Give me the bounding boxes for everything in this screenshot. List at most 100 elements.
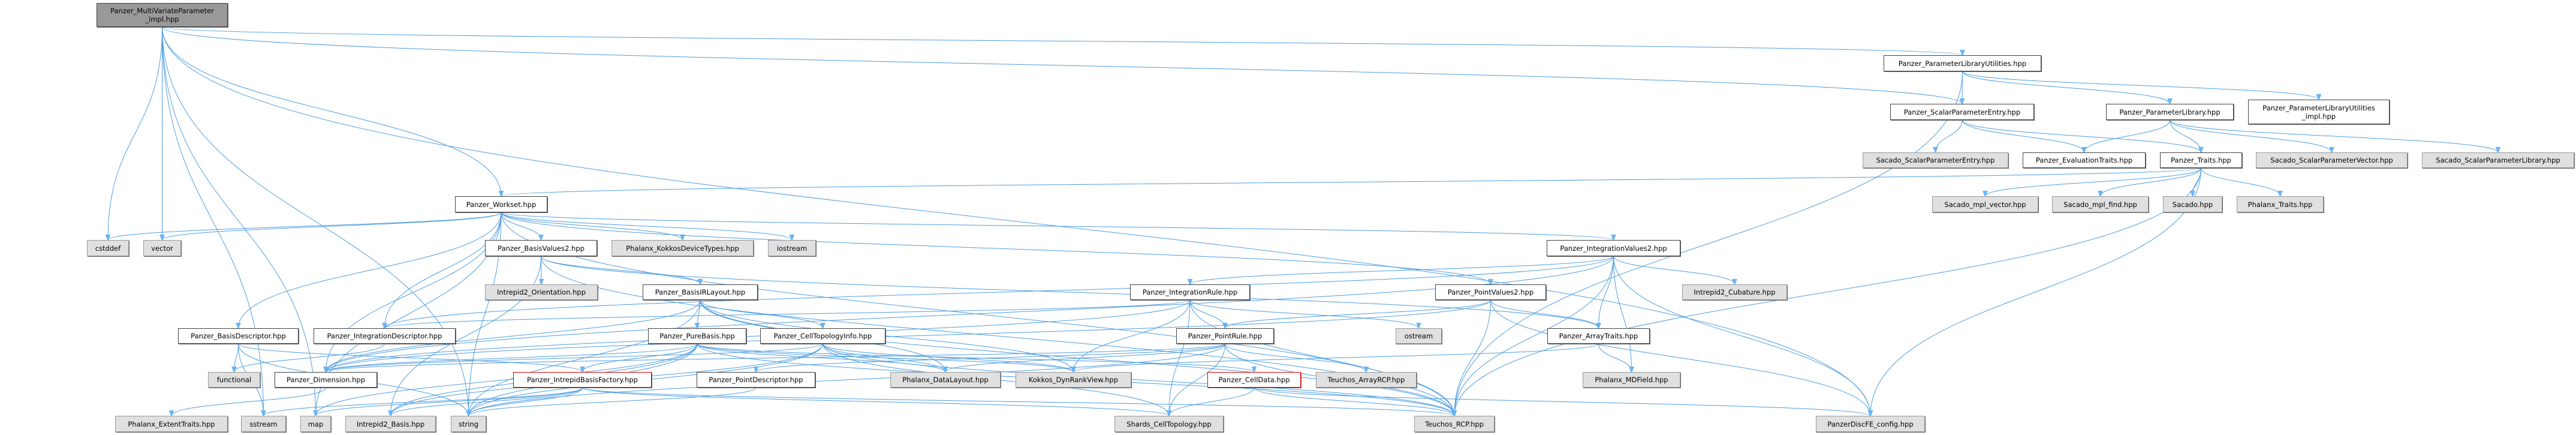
graph-node-mplf[interactable]: Sacado_mpl_find.hpp bbox=[2052, 196, 2149, 212]
edge-cd-to-trcp bbox=[1254, 387, 1454, 416]
node-label: Intrepid2_Basis.hpp bbox=[356, 419, 425, 428]
graph-node-pkdt[interactable]: Phalanx_KokkosDeviceTypes.hpp bbox=[611, 240, 754, 256]
graph-node-kdrv[interactable]: Kokkos_DynRankView.hpp bbox=[1016, 372, 1131, 388]
node-label: Sacado_ScalarParameterVector.hpp bbox=[2270, 156, 2393, 164]
edge-iv2-to-dim bbox=[326, 256, 1614, 372]
graph-node-sspe[interactable]: Sacado_ScalarParameterEntry.hpp bbox=[1863, 152, 2008, 168]
edge-bd-to-functional bbox=[234, 343, 239, 372]
graph-node-mdf[interactable]: Phalanx_MDField.hpp bbox=[1583, 372, 1680, 388]
graph-node-bv2[interactable]: Panzer_BasisValues2.hpp bbox=[485, 240, 597, 256]
graph-node-sct[interactable]: Shards_CellTopology.hpp bbox=[1114, 416, 1224, 432]
graph-node-ostream[interactable]: ostream bbox=[1396, 328, 1442, 344]
graph-node-pd[interactable]: Panzer_PointDescriptor.hpp bbox=[697, 372, 815, 388]
edge-pb-to-dim bbox=[326, 343, 698, 372]
edge-traits-to-mplf bbox=[2101, 167, 2201, 196]
graph-node-functional[interactable]: functional bbox=[208, 372, 260, 388]
graph-node-evt[interactable]: Panzer_EvaluationTraits.hpp bbox=[2023, 152, 2146, 168]
graph-node-sacado[interactable]: Sacado.hpp bbox=[2163, 196, 2222, 212]
graph-node-sstream[interactable]: sstream bbox=[241, 416, 286, 432]
graph-node-cstddef[interactable]: cstddef bbox=[87, 240, 129, 256]
graph-node-sspl[interactable]: Sacado_ScalarParameterLibrary.hpp bbox=[2422, 152, 2574, 168]
graph-node-cd[interactable]: Panzer_CellData.hpp bbox=[1207, 372, 1301, 388]
edge-pr-to-string bbox=[469, 343, 1225, 416]
graph-node-cti[interactable]: Panzer_CellTopologyInfo.hpp bbox=[760, 328, 885, 344]
node-label: Panzer_PointRule.hpp bbox=[1188, 332, 1263, 340]
graph-node-ibf[interactable]: Panzer_IntrepidBasisFactory.hpp bbox=[513, 372, 652, 388]
node-label: Panzer_IntegrationValues2.hpp bbox=[1560, 244, 1667, 253]
graph-node-string[interactable]: string bbox=[451, 416, 486, 432]
node-label: string bbox=[458, 419, 478, 428]
node-label: Teuchos_RCP.hpp bbox=[1425, 419, 1484, 428]
edge-pb-to-map bbox=[316, 343, 698, 416]
graph-node-map[interactable]: map bbox=[300, 416, 331, 432]
node-label: Phalanx_KokkosDeviceTypes.hpp bbox=[626, 244, 739, 253]
graph-node-pet[interactable]: Phalanx_ExtentTraits.hpp bbox=[115, 416, 228, 432]
graph-node-ir[interactable]: Panzer_IntegrationRule.hpp bbox=[1130, 284, 1250, 300]
graph-node-iv2[interactable]: Panzer_IntegrationValues2.hpp bbox=[1547, 240, 1680, 256]
edge-spe-to-sspe bbox=[1936, 119, 1963, 152]
node-label: Panzer_ParameterLibraryUtilities.hpp bbox=[1898, 59, 2027, 68]
edge-pb-to-cd bbox=[697, 343, 1254, 372]
graph-node-tarcp[interactable]: Teuchos_ArrayRCP.hpp bbox=[1316, 372, 1417, 388]
graph-node-pv2[interactable]: Panzer_PointValues2.hpp bbox=[1435, 284, 1546, 300]
graph-node-phtraits[interactable]: Phalanx_Traits.hpp bbox=[2237, 196, 2324, 212]
graph-node-pluimpl[interactable]: Panzer_ParameterLibraryUtilities _impl.h… bbox=[2248, 100, 2390, 124]
edge-at-to-mdf bbox=[1598, 343, 1632, 372]
edge-pd-to-string bbox=[469, 387, 757, 416]
graph-node-pb[interactable]: Panzer_PureBasis.hpp bbox=[648, 328, 746, 344]
graph-node-pdl[interactable]: Phalanx_DataLayout.hpp bbox=[890, 372, 1001, 388]
edge-at-to-kdrv bbox=[1074, 343, 1599, 372]
node-label: Sacado_mpl_vector.hpp bbox=[1944, 200, 2026, 209]
edge-plib-to-sspv bbox=[2170, 119, 2332, 152]
graph-node-workset[interactable]: Panzer_Workset.hpp bbox=[455, 196, 547, 212]
edge-ibf-to-map bbox=[316, 387, 583, 416]
graph-node-i2b[interactable]: Intrepid2_Basis.hpp bbox=[345, 416, 436, 432]
node-label: Phalanx_Traits.hpp bbox=[2247, 200, 2313, 209]
node-label: Panzer_IntegrationDescriptor.hpp bbox=[327, 332, 442, 340]
node-label: Panzer_PureBasis.hpp bbox=[659, 332, 735, 340]
edge-workset-to-bd bbox=[239, 212, 502, 328]
graph-node-mplv[interactable]: Sacado_mpl_vector.hpp bbox=[1932, 196, 2038, 212]
node-label: Intrepid2_Cubature.hpp bbox=[1694, 288, 1776, 296]
edge-mv-to-cstddef bbox=[108, 26, 162, 240]
graph-node-plu[interactable]: Panzer_ParameterLibraryUtilities.hpp bbox=[1884, 55, 2041, 71]
edge-dim-to-pet bbox=[171, 387, 326, 416]
node-label: Phalanx_ExtentTraits.hpp bbox=[128, 419, 215, 428]
graph-node-vector[interactable]: vector bbox=[143, 240, 181, 256]
node-label: Sacado_ScalarParameterLibrary.hpp bbox=[2436, 156, 2560, 164]
edge-ibf-to-trcp bbox=[582, 387, 1455, 416]
node-label: Panzer_MultiVariateParameter _impl.hpp bbox=[110, 7, 214, 23]
edge-cti-to-pdl bbox=[822, 343, 946, 372]
graph-node-plib[interactable]: Panzer_ParameterLibrary.hpp bbox=[2106, 104, 2234, 120]
graph-node-trcp[interactable]: Teuchos_RCP.hpp bbox=[1414, 416, 1495, 432]
edge-plu-to-pluimpl bbox=[1962, 71, 2319, 100]
graph-node-bd[interactable]: Panzer_BasisDescriptor.hpp bbox=[178, 328, 299, 344]
graph-node-pr[interactable]: Panzer_PointRule.hpp bbox=[1176, 328, 1274, 344]
graph-node-traits[interactable]: Panzer_Traits.hpp bbox=[2160, 152, 2242, 168]
graph-node-dim[interactable]: Panzer_Dimension.hpp bbox=[275, 372, 377, 388]
graph-node-iostream[interactable]: iostream bbox=[768, 240, 816, 256]
node-label: Sacado.hpp bbox=[2172, 200, 2213, 209]
edge-mv-to-plu bbox=[162, 26, 1963, 55]
edge-workset-to-iv2 bbox=[501, 212, 1614, 240]
graph-node-mv[interactable]: Panzer_MultiVariateParameter _impl.hpp bbox=[97, 3, 228, 27]
edge-ibf-to-sct bbox=[582, 387, 1170, 416]
edge-workset-to-vector bbox=[162, 212, 502, 240]
edge-pv2-to-pdfe bbox=[1490, 299, 1871, 416]
edge-plib-to-sspl bbox=[2170, 119, 2499, 152]
graph-node-sspv[interactable]: Sacado_ScalarParameterVector.hpp bbox=[2256, 152, 2408, 168]
graph-node-spe[interactable]: Panzer_ScalarParameterEntry.hpp bbox=[1890, 104, 2034, 120]
edge-mv-to-spe bbox=[162, 26, 1963, 104]
node-label: map bbox=[308, 419, 324, 428]
graph-node-pdfe[interactable]: PanzerDiscFE_config.hpp bbox=[1816, 416, 1925, 432]
graph-node-id[interactable]: Panzer_IntegrationDescriptor.hpp bbox=[314, 328, 456, 344]
node-label: Sacado_mpl_find.hpp bbox=[2063, 200, 2137, 209]
node-label: Panzer_IntegrationRule.hpp bbox=[1142, 288, 1238, 296]
edge-ir-to-kdrv bbox=[1074, 299, 1191, 372]
node-label: Panzer_ArrayTraits.hpp bbox=[1559, 332, 1638, 340]
graph-node-at[interactable]: Panzer_ArrayTraits.hpp bbox=[1547, 328, 1650, 344]
graph-node-i2c[interactable]: Intrepid2_Cubature.hpp bbox=[1682, 284, 1787, 300]
graph-node-i2o[interactable]: Intrepid2_Orientation.hpp bbox=[485, 284, 598, 300]
graph-node-birl[interactable]: Panzer_BasisIRLayout.hpp bbox=[643, 284, 758, 300]
edge-plu-to-plib bbox=[1962, 71, 2170, 104]
